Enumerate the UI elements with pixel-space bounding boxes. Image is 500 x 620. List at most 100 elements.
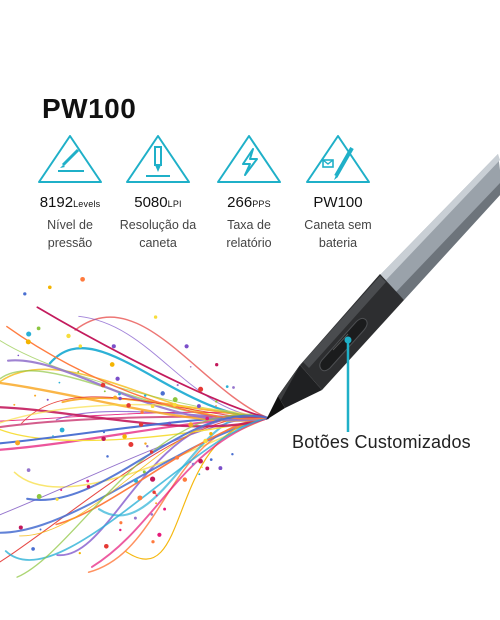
color-dot — [172, 402, 177, 407]
color-dot — [77, 370, 80, 373]
color-dot — [218, 466, 223, 471]
desc-line: Taxa de — [227, 218, 271, 232]
color-dot — [191, 462, 195, 466]
color-dot — [146, 445, 149, 448]
desc-line: caneta — [139, 236, 177, 250]
color-dot — [184, 344, 189, 349]
desc-line: pressão — [47, 236, 93, 250]
color-dot — [198, 473, 201, 476]
feature-battery-free: PW100 Caneta sem bateria — [288, 133, 388, 252]
color-dot — [86, 485, 91, 489]
color-dot — [26, 331, 32, 337]
color-dot — [78, 551, 81, 555]
color-dot — [118, 392, 121, 396]
stat-value: 8192 — [39, 194, 74, 211]
color-dot — [137, 495, 143, 501]
color-dot — [149, 450, 154, 454]
color-dot — [176, 384, 179, 387]
color-dot — [103, 390, 106, 393]
color-dot — [143, 394, 147, 397]
color-dot — [189, 460, 192, 463]
color-dot — [119, 521, 123, 525]
battery-free-pen-icon — [306, 135, 370, 183]
color-dot — [142, 470, 146, 474]
color-dot — [225, 385, 229, 388]
color-dot — [119, 528, 122, 532]
color-dot — [122, 434, 127, 439]
color-stroke — [0, 406, 270, 428]
color-dot — [198, 386, 204, 392]
report-rate-icon — [217, 135, 281, 183]
color-dot — [39, 528, 42, 531]
color-dot — [55, 497, 59, 501]
color-dot — [26, 468, 31, 472]
desc-line: Resolução da — [119, 218, 197, 232]
color-stroke — [6, 359, 270, 422]
color-dot — [198, 458, 203, 464]
color-dot — [189, 365, 192, 368]
color-dot — [155, 494, 158, 497]
color-dot — [172, 397, 178, 403]
color-stroke — [0, 417, 269, 534]
color-dot — [205, 416, 210, 421]
color-dot — [102, 431, 106, 434]
desc-line: bateria — [318, 236, 358, 250]
color-stroke — [55, 417, 269, 526]
color-dot — [138, 422, 144, 427]
color-dot — [115, 376, 120, 381]
color-dot — [209, 432, 213, 436]
color-stroke — [36, 306, 269, 419]
color-stroke — [4, 417, 269, 561]
color-dot — [231, 452, 234, 456]
stat-value: 266 — [227, 194, 253, 211]
color-dot — [34, 394, 37, 397]
color-stroke — [125, 417, 269, 560]
color-dot — [209, 458, 213, 461]
color-stroke — [16, 414, 269, 578]
pressure-level-icon — [38, 135, 102, 183]
color-dot — [80, 276, 85, 282]
color-dot — [36, 326, 41, 331]
feature-report-rate: 266PPS Taxa de relatório — [199, 133, 299, 252]
color-dot — [215, 400, 218, 403]
color-dot — [128, 441, 134, 448]
color-dot — [94, 484, 97, 487]
color-dot — [140, 410, 144, 414]
color-dot — [151, 540, 155, 544]
color-dot — [106, 455, 109, 458]
color-dot — [46, 398, 49, 401]
color-dot — [182, 477, 188, 482]
color-dot — [215, 363, 219, 367]
color-dot — [66, 333, 71, 339]
color-dot — [86, 479, 90, 483]
color-dot — [52, 435, 54, 437]
color-dot — [133, 478, 138, 483]
color-dot — [201, 466, 203, 469]
color-dot — [36, 494, 42, 499]
stat-unit: LPI — [167, 199, 182, 209]
color-dot — [188, 422, 194, 428]
color-dot — [150, 513, 154, 516]
color-dot — [150, 476, 156, 482]
color-stroke — [74, 316, 269, 419]
color-dot — [47, 285, 52, 290]
color-dot — [163, 507, 167, 511]
color-dot — [59, 427, 65, 433]
color-dot — [23, 292, 27, 296]
color-dot — [150, 404, 155, 409]
custom-buttons-label: Botões Customizados — [292, 432, 471, 452]
color-dot — [157, 532, 162, 537]
color-dot — [17, 354, 20, 357]
color-dot — [175, 455, 180, 460]
color-dot — [58, 381, 61, 384]
color-dot — [109, 362, 115, 367]
color-dot — [167, 421, 172, 426]
color-dot — [15, 440, 21, 446]
color-dot — [126, 403, 131, 408]
color-dot — [25, 339, 31, 345]
color-dot — [152, 490, 156, 494]
color-dot — [78, 344, 83, 348]
color-dot — [103, 543, 109, 549]
color-dot — [100, 382, 106, 388]
color-stroke — [91, 417, 269, 568]
